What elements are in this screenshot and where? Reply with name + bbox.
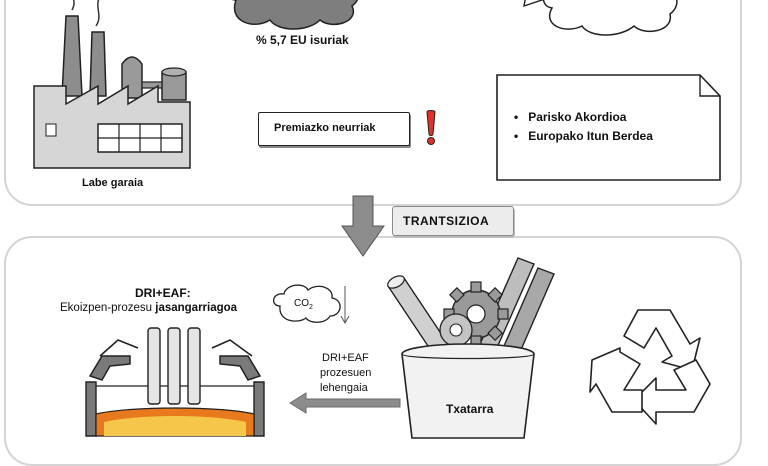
emissions-label: % 5,7 EU isuriak (256, 33, 349, 47)
furnace-label: Labe garaia (82, 177, 144, 189)
feed-label-line: prozesuen (320, 367, 372, 379)
exclamation-icon (426, 110, 436, 145)
co2-down-arrow-icon (340, 286, 350, 325)
dri-title: DRI+EAF: (135, 286, 191, 300)
feed-left-arrow-icon (289, 392, 401, 414)
emissions-cloud-icon (232, 0, 358, 30)
urgent-measures-box (258, 112, 410, 146)
urgent-measures-label: Premiazko neurriak (274, 122, 376, 134)
agreements-note-shape (496, 74, 721, 181)
feed-label-line: DRI+EAF (322, 352, 369, 364)
electric-arc-furnace-illustration (85, 327, 265, 437)
recycle-icon (589, 309, 711, 425)
blast-furnace-factory-illustration (33, 0, 191, 169)
clean-cloud-icon (523, 0, 678, 36)
feed-label-line: lehengaia (320, 382, 368, 394)
co2-label: CO2 (294, 298, 313, 311)
agreement-item: • Parisko Akordioa (514, 110, 627, 124)
scrap-bin-illustration (386, 257, 555, 439)
scrap-label: Txatarra (446, 402, 494, 416)
agreement-item: • Europako Itun Berdea (514, 129, 653, 143)
transition-label: TRANTSIZIOA (403, 214, 490, 228)
transition-badge (392, 206, 514, 236)
dri-subtitle: Ekoizpen-prozesu jasangarriagoa (60, 302, 238, 314)
co2-cloud-icon (273, 284, 341, 323)
bullet-icon: • (514, 129, 529, 143)
bullet-icon: • (514, 110, 529, 124)
transition-down-arrow-icon (341, 195, 385, 257)
